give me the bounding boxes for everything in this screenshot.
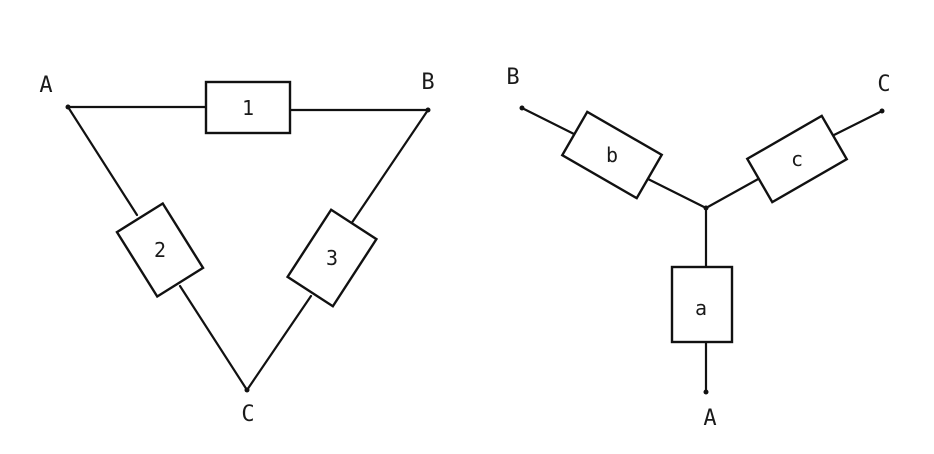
wye-network: b c a B C A — [506, 65, 890, 431]
delta-node-a-label: A — [39, 73, 52, 98]
delta-resistor-1-label: 1 — [242, 96, 254, 120]
wye-wire-rc-center — [704, 176, 762, 210]
wye-wire-b-rb — [520, 106, 576, 136]
delta-resistor-3: 3 — [285, 208, 379, 308]
wye-wire-c-rc — [832, 109, 884, 137]
delta-resistor-2-label: 2 — [154, 238, 166, 262]
wye-node-a-dot — [703, 389, 709, 395]
delta-node-b-dot — [425, 107, 431, 113]
wye-resistor-b: b — [560, 110, 664, 200]
wye-resistor-a-label: a — [695, 296, 707, 320]
wye-resistor-c: c — [745, 114, 849, 204]
wye-wire-rb-center — [644, 176, 708, 210]
wye-resistor-b-label: b — [606, 143, 618, 167]
wye-node-b-label: B — [506, 65, 519, 90]
wye-resistor-c-label: c — [791, 147, 803, 171]
wye-resistor-a: a — [670, 265, 734, 344]
delta-resistor-3-label: 3 — [326, 246, 338, 270]
delta-node-b-label: B — [421, 70, 434, 95]
delta-resistor-1: 1 — [204, 80, 292, 135]
delta-node-c-label: C — [241, 402, 254, 427]
wye-node-b-dot — [519, 105, 525, 111]
delta-wire-r3-c — [245, 294, 313, 392]
delta-node-c-dot — [244, 387, 250, 393]
wye-node-a-label: A — [703, 406, 716, 431]
wye-center-dot — [703, 205, 709, 211]
wye-node-c-dot — [879, 108, 885, 114]
delta-network: 1 2 3 A B C — [39, 70, 434, 427]
delta-wire-r2-c — [178, 284, 249, 392]
delta-wire-b-r3 — [349, 108, 430, 226]
delta-resistor-2: 2 — [115, 201, 205, 299]
wye-node-c-label: C — [877, 72, 890, 97]
delta-wire-a-r2 — [66, 105, 139, 217]
delta-node-a-dot — [65, 104, 71, 110]
